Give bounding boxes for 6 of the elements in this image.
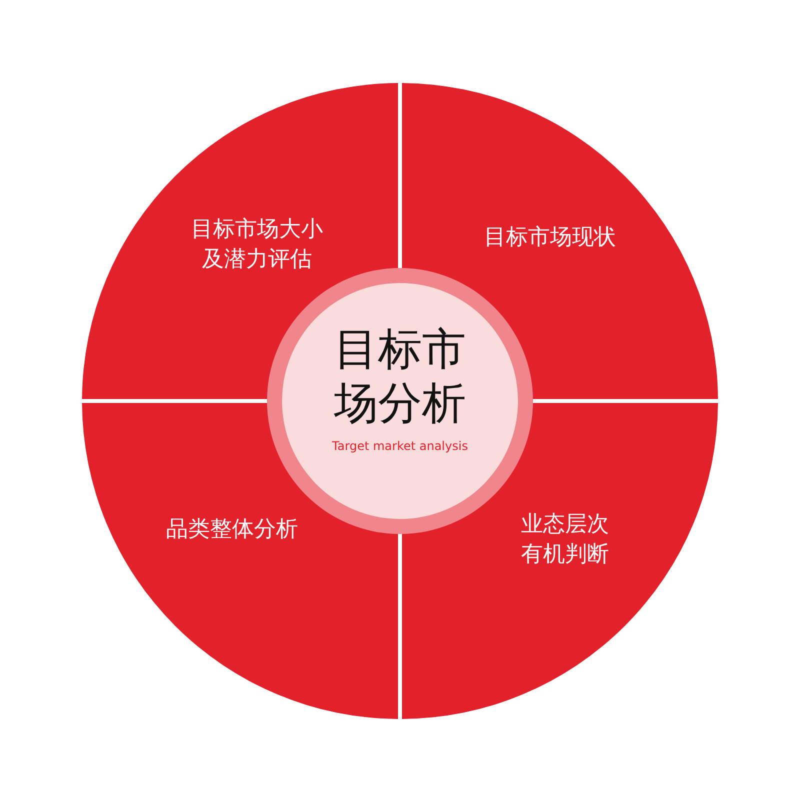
sector-label: 品类整体分析 [165, 516, 299, 544]
sector-label: 目标市场大小及潜力评估 [190, 216, 324, 274]
sector-label: 业态层次有机判断 [520, 511, 610, 569]
sector-label: 目标市场现状 [483, 224, 617, 252]
center-subtitle: Target market analysis [331, 438, 469, 454]
center-title: 目标市场分析 [332, 323, 467, 431]
